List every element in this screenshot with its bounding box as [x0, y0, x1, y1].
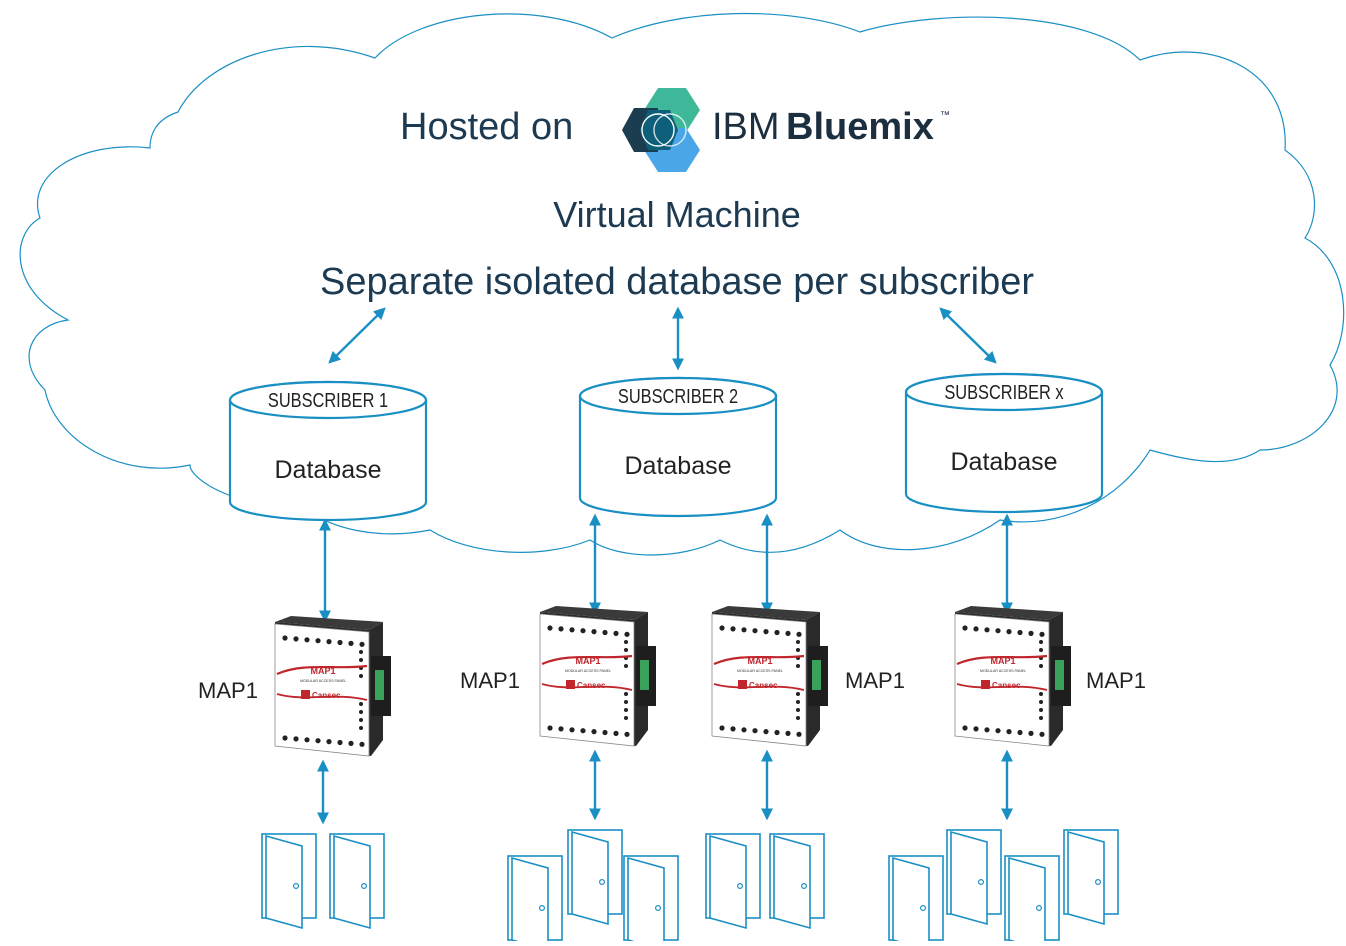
panel-label: MAP1: [1086, 668, 1146, 693]
door-icon: [1063, 829, 1119, 926]
panel-model-text: MAP1: [747, 656, 772, 666]
door-icon: [769, 833, 825, 930]
door-icon: [567, 829, 623, 926]
door-icon: [705, 833, 761, 930]
cansec-logo-icon: [981, 680, 990, 689]
panel-subtitle-text: MODULAR ACCESS PANEL: [980, 669, 1026, 673]
hosted-on-label: Hosted on: [400, 106, 573, 148]
door-icon: [946, 829, 1002, 926]
panel-model-text: MAP1: [990, 656, 1015, 666]
panel-brand-text: Cansec: [312, 691, 341, 700]
database-label: Database: [624, 452, 731, 480]
panel-subtitle-text: MODULAR ACCESS PANEL: [737, 669, 783, 673]
panel-brand-text: Cansec: [749, 681, 778, 690]
cansec-logo-icon: [566, 680, 575, 689]
arrow-cloud-db1: [328, 307, 386, 364]
panel-model-text: MAP1: [310, 666, 335, 676]
panel-subtitle-text: MODULAR ACCESS PANEL: [300, 679, 346, 683]
database-cylinder: SUBSCRIBER 2 Database: [578, 376, 778, 518]
bluemix-logo: [622, 88, 700, 172]
database-subscriber-title: SUBSCRIBER x: [944, 380, 1063, 403]
door-group: [705, 833, 825, 930]
database-label: Database: [274, 456, 381, 484]
panel-label: MAP1: [198, 678, 258, 703]
vm-label: Virtual Machine: [553, 194, 800, 235]
door-group: [888, 829, 1119, 946]
brand-trademark: ™: [940, 110, 950, 121]
database-cylinder: SUBSCRIBER x Database: [904, 372, 1104, 514]
door-icon: [507, 855, 563, 946]
database-cylinder: SUBSCRIBER 1 Database: [228, 380, 428, 522]
cansec-logo-icon: [738, 680, 747, 689]
database-label: Database: [950, 448, 1057, 476]
panel-label: MAP1: [460, 668, 520, 693]
door-icon: [623, 855, 679, 946]
logo-hex-teal-center: [640, 110, 678, 150]
arrow-cloud-db3: [939, 307, 997, 364]
door-icon: [329, 833, 385, 930]
panel-label: MAP1: [845, 668, 905, 693]
door-icon: [1004, 855, 1060, 946]
door-group: [507, 829, 679, 946]
panel-subtitle-text: MODULAR ACCESS PANEL: [565, 669, 611, 673]
door-icon: [888, 855, 944, 946]
subtitle: Separate isolated database per subscribe…: [320, 261, 1034, 303]
door-group: [261, 833, 385, 930]
brand-bluemix: Bluemix: [786, 106, 934, 148]
panel-model-text: MAP1: [575, 656, 600, 666]
cloud-outline: [19, 12, 1345, 556]
database-subscriber-title: SUBSCRIBER 2: [618, 384, 738, 407]
brand-ibm: IBM: [712, 106, 780, 148]
cansec-logo-icon: [301, 690, 310, 699]
panel-brand-text: Cansec: [992, 681, 1021, 690]
panel-brand-text: Cansec: [577, 681, 606, 690]
door-icon: [261, 833, 317, 930]
database-subscriber-title: SUBSCRIBER 1: [268, 388, 388, 411]
